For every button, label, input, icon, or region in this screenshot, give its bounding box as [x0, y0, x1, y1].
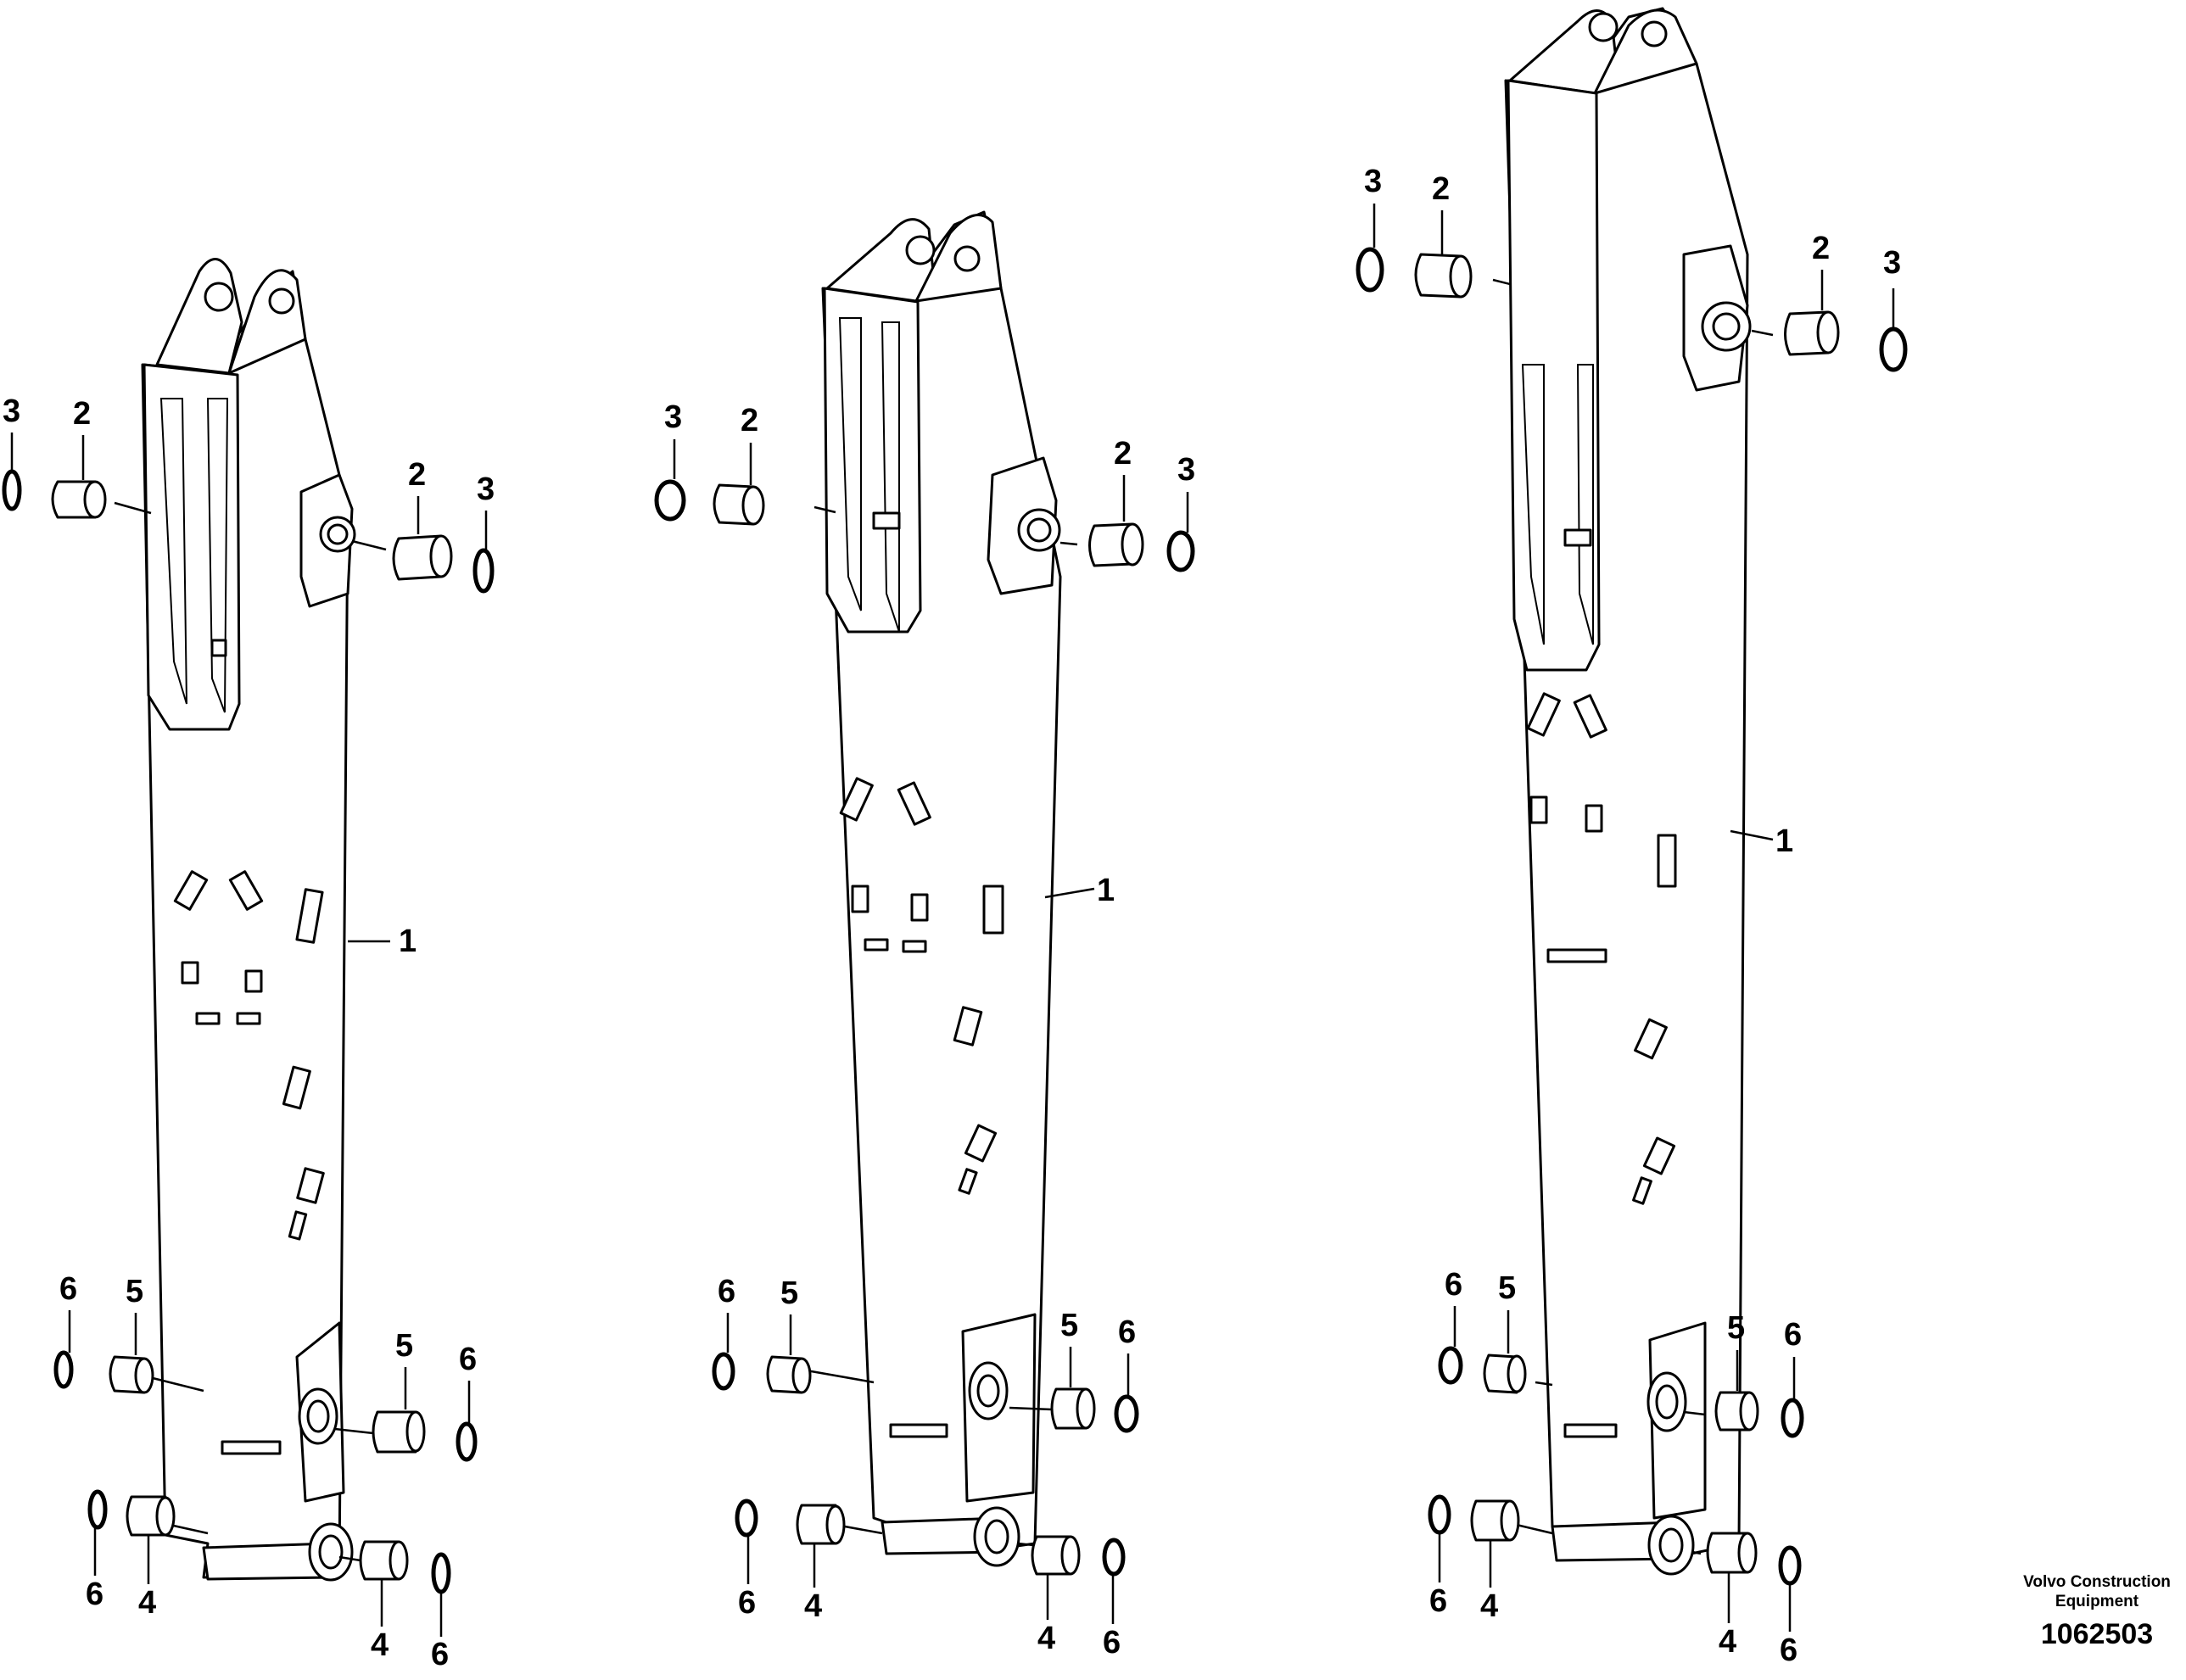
- seal-ring: [1114, 1394, 1139, 1433]
- seal-ring: [712, 1352, 735, 1391]
- seal-ring: [1778, 1545, 1802, 1586]
- callout-3: 3: [664, 399, 682, 435]
- callout-5: 5: [395, 1328, 413, 1364]
- arm-assembly-middle: [801, 210, 1095, 1567]
- callout-6: 6: [1429, 1583, 1447, 1619]
- seal-ring: [1428, 1494, 1451, 1535]
- callout-6: 6: [86, 1577, 103, 1612]
- lug-hole: [204, 282, 234, 312]
- callout-5: 5: [1727, 1310, 1745, 1346]
- callout-2: 2: [741, 403, 758, 438]
- arm-assembly-right: [1492, 7, 1774, 1576]
- seal-ring: [53, 1350, 74, 1389]
- callout-1: 1: [1097, 873, 1115, 908]
- seal-ring: [2, 469, 22, 511]
- callout-2: 2: [73, 396, 91, 432]
- seal-ring: [456, 1421, 478, 1462]
- callout-3: 3: [1883, 245, 1901, 281]
- seal-ring: [1438, 1346, 1463, 1385]
- callout-3: 3: [3, 393, 20, 429]
- callout-4: 4: [804, 1588, 822, 1624]
- callout-4: 4: [138, 1585, 156, 1621]
- callout-labels: 3 2 2 3 1 6 5 5 6 6 4 4 6 3 2 2 3 1 6 5 …: [3, 164, 1901, 1672]
- arm-assembly-left: [114, 258, 390, 1582]
- callout-6: 6: [738, 1585, 756, 1621]
- brand-name-line-2: Equipment: [2055, 1593, 2139, 1610]
- right-parts: [1356, 204, 1908, 1632]
- callout-6: 6: [1784, 1317, 1802, 1353]
- callout-6: 6: [459, 1342, 477, 1377]
- callout-3: 3: [477, 472, 495, 507]
- callout-4: 4: [1480, 1588, 1498, 1624]
- callout-6: 6: [1445, 1267, 1462, 1303]
- seal-ring: [1166, 530, 1195, 572]
- callout-2: 2: [1114, 436, 1132, 472]
- callout-2: 2: [1432, 171, 1450, 207]
- callout-4: 4: [1719, 1624, 1736, 1660]
- callout-5: 5: [1060, 1308, 1078, 1343]
- callout-6: 6: [1780, 1633, 1797, 1668]
- arm-side-plate: [1507, 79, 1601, 672]
- callout-6: 6: [1118, 1314, 1136, 1350]
- seal-ring: [1102, 1538, 1126, 1577]
- callout-1: 1: [399, 924, 417, 959]
- seal-ring: [654, 479, 686, 522]
- middle-parts: [654, 439, 1195, 1624]
- callout-6: 6: [59, 1271, 77, 1307]
- seal-ring: [431, 1552, 451, 1594]
- callout-5: 5: [780, 1275, 798, 1311]
- brand-name-line-1: Volvo Construction: [2023, 1573, 2171, 1591]
- callout-2: 2: [408, 457, 426, 493]
- callout-2: 2: [1812, 231, 1830, 266]
- callout-5: 5: [1498, 1270, 1516, 1306]
- seal-ring: [735, 1499, 758, 1538]
- callout-4: 4: [371, 1627, 389, 1663]
- seal-ring: [1879, 327, 1908, 372]
- callout-4: 4: [1037, 1621, 1055, 1656]
- callout-5: 5: [126, 1274, 143, 1309]
- seal-ring: [472, 548, 495, 594]
- arm-side-plate: [143, 363, 241, 731]
- lug-hole: [268, 287, 295, 315]
- drawing-number: 1062503: [2040, 1618, 2154, 1650]
- callout-6: 6: [431, 1637, 449, 1672]
- left-parts: [2, 433, 495, 1637]
- arm-top-lug-rear: [1593, 8, 1698, 95]
- seal-ring: [1781, 1398, 1804, 1438]
- seal-ring: [87, 1489, 108, 1530]
- callout-3: 3: [1177, 452, 1195, 488]
- seal-ring: [1356, 247, 1384, 293]
- callout-6: 6: [1103, 1625, 1121, 1660]
- callout-3: 3: [1364, 164, 1382, 199]
- callout-6: 6: [718, 1274, 735, 1309]
- arm-side-plate: [823, 287, 922, 633]
- arm-top-lug-front: [155, 258, 243, 375]
- callout-1: 1: [1775, 823, 1793, 859]
